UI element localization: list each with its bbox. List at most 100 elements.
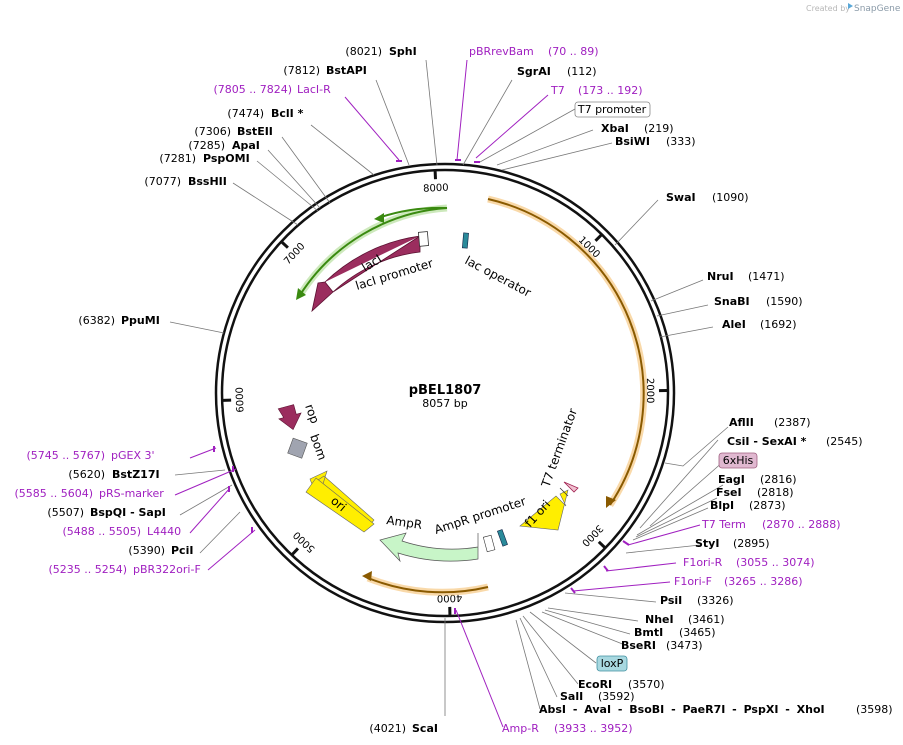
- t7-terminator-feature[interactable]: [563, 481, 579, 493]
- primer-name[interactable]: LacI-R: [297, 83, 331, 96]
- primer-name[interactable]: T7 Term: [701, 518, 746, 531]
- lac-operator-feature[interactable]: [461, 232, 469, 249]
- enzyme-name[interactable]: SphI: [389, 45, 417, 58]
- rop-label: rop: [302, 402, 322, 425]
- primer-name[interactable]: pBR322ori-F: [133, 563, 201, 576]
- enzyme-pos: (2895): [733, 537, 770, 550]
- orf-arc-2: [367, 577, 489, 594]
- primer-name[interactable]: F1ori-F: [674, 575, 712, 588]
- enzyme-name[interactable]: AflII: [729, 416, 754, 429]
- enzyme-name[interactable]: BseRI: [621, 639, 656, 652]
- loxp-box[interactable]: [596, 655, 628, 672]
- primer-name[interactable]: pRS-marker: [99, 487, 164, 500]
- ampr-promoter-feature[interactable]: [482, 534, 496, 553]
- enzyme-name[interactable]: BsiWI: [615, 135, 650, 148]
- enzyme-pos: (112): [567, 65, 597, 78]
- enzyme-name[interactable]: ScaI: [412, 722, 438, 735]
- 6xhis-box[interactable]: [718, 452, 758, 469]
- loxp-marker: [496, 529, 508, 547]
- enzyme-pos: (3598): [856, 703, 893, 716]
- enzyme-name[interactable]: BlpI: [710, 499, 734, 512]
- backbone-inner: [220, 168, 670, 618]
- primer-labels: pBRrevBam (70 .. 89) T7 (173 .. 192) (78…: [14, 45, 840, 735]
- boxed-features: T7 promoter 6xHis loxP: [574, 101, 758, 672]
- enzyme-pos: (1692): [760, 318, 797, 331]
- enzyme-pos: (3465): [679, 626, 716, 639]
- enzyme-name[interactable]: BstEII: [237, 125, 273, 138]
- enzyme-name[interactable]: SgrAI: [517, 65, 551, 78]
- enzyme-name[interactable]: SwaI: [666, 191, 696, 204]
- lac-operator-label: lac operator: [463, 253, 534, 300]
- leader-lines: [169, 59, 729, 716]
- primer-range: (5235 .. 5254): [48, 563, 127, 576]
- enzyme-pos: (2873): [749, 499, 786, 512]
- enzyme-name[interactable]: FseI: [716, 486, 742, 499]
- enzyme-name[interactable]: SalI: [560, 690, 583, 703]
- enzyme-pos: (5507): [47, 506, 84, 519]
- laci-promoter-feature[interactable]: [417, 231, 430, 247]
- enzyme-name[interactable]: BclI *: [271, 107, 304, 120]
- enzyme-pos: (1090): [712, 191, 749, 204]
- 6xhis-label: 6xHis: [723, 454, 754, 467]
- enzyme-name[interactable]: AbsI - AvaI - BsoBI - PaeR7I - PspXI - X…: [539, 703, 825, 716]
- rop-feature[interactable]: [276, 403, 304, 432]
- enzyme-name[interactable]: BspQI - SapI: [90, 506, 166, 519]
- enzyme-name[interactable]: BmtI: [634, 626, 663, 639]
- primer-range: (5745 .. 5767): [26, 449, 105, 462]
- enzyme-pos: (7285): [188, 139, 225, 152]
- primer-name[interactable]: Amp-R: [502, 722, 539, 735]
- t7-promoter-box[interactable]: [574, 101, 651, 118]
- enzyme-pos: (4021): [369, 722, 406, 735]
- tick-mark: [594, 234, 603, 242]
- enzyme-name[interactable]: SnaBI: [714, 295, 750, 308]
- primer-name[interactable]: pGEX 3': [111, 449, 155, 462]
- enzyme-name[interactable]: XbaI: [601, 122, 629, 135]
- enzyme-name[interactable]: PspOMI: [203, 152, 250, 165]
- enzyme-name[interactable]: EagI: [718, 473, 745, 486]
- enzyme-name[interactable]: AleI: [722, 318, 746, 331]
- t7-terminator-label: T7 terminator: [538, 407, 580, 490]
- t7-terminator-tick: [559, 487, 569, 497]
- enzyme-name[interactable]: PciI: [171, 544, 193, 557]
- enzyme-pos: (7306): [194, 125, 231, 138]
- plasmid-name: pBEL1807: [409, 383, 482, 398]
- enzyme-pos: (219): [644, 122, 674, 135]
- green-orf-2-arrow-icon: [374, 213, 384, 223]
- enzyme-name[interactable]: ApaI: [232, 139, 260, 152]
- enzyme-name[interactable]: BstAPI: [326, 64, 367, 77]
- orf-arc-1: [487, 198, 645, 506]
- primer-lines: [174, 59, 701, 728]
- primer-range: (3265 .. 3286): [724, 575, 803, 588]
- laci-feature[interactable]: [311, 235, 421, 313]
- f1-ori-feature[interactable]: [519, 489, 569, 531]
- enzyme-pos: (333): [666, 135, 696, 148]
- enzyme-pos: (8021): [345, 45, 382, 58]
- plasmid-size: 8057 bp: [422, 397, 467, 410]
- enzyme-name[interactable]: StyI: [695, 537, 719, 550]
- primer-name[interactable]: F1ori-R: [683, 556, 723, 569]
- primer-name[interactable]: pBRrevBam: [469, 45, 534, 58]
- primer-name[interactable]: T7: [550, 84, 565, 97]
- enzyme-name[interactable]: PsiI: [660, 594, 682, 607]
- enzyme-pos: (5390): [128, 544, 165, 557]
- primer-range: (5585 .. 5604): [14, 487, 93, 500]
- tick-label: 8000: [423, 183, 449, 195]
- enzyme-name[interactable]: NruI: [707, 270, 734, 283]
- enzyme-name[interactable]: EcoRI: [578, 678, 612, 691]
- enzyme-name[interactable]: BstZ17I: [112, 468, 160, 481]
- bom-label: bom: [307, 432, 329, 462]
- enzyme-name[interactable]: CsiI - SexAI *: [727, 435, 807, 448]
- enzyme-name[interactable]: NheI: [645, 613, 674, 626]
- ori-body: [305, 477, 375, 533]
- primer-range: (3055 .. 3074): [736, 556, 815, 569]
- ampr-feature[interactable]: [379, 532, 479, 563]
- primer-range: (173 .. 192): [578, 84, 643, 97]
- ampr-label: AmpR: [386, 513, 423, 532]
- enzyme-name[interactable]: PpuMI: [121, 314, 160, 327]
- enzyme-name[interactable]: BssHII: [188, 175, 227, 188]
- primer-name[interactable]: L4440: [147, 525, 181, 538]
- bom-feature[interactable]: [287, 437, 308, 459]
- primer-range: (70 .. 89): [548, 45, 599, 58]
- primer-range: (2870 .. 2888): [762, 518, 841, 531]
- enzyme-pos: (3326): [697, 594, 734, 607]
